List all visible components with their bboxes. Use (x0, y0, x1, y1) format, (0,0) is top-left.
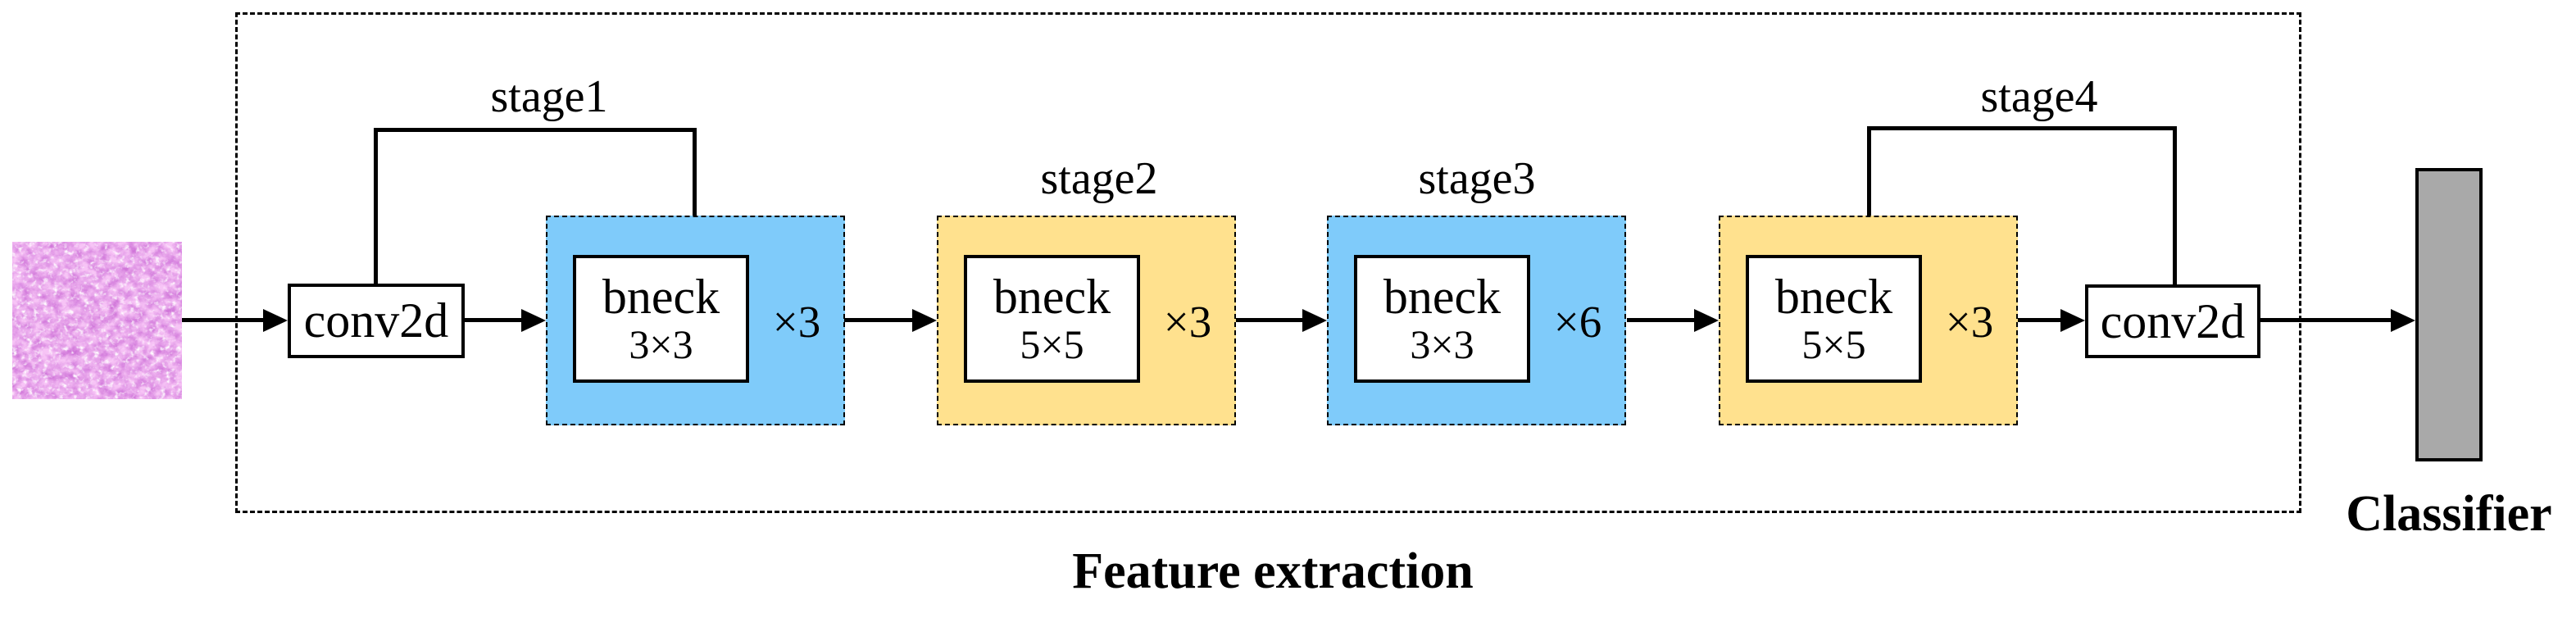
stage4-bracket-horizontal (1867, 126, 2177, 130)
stage2-box: bneck 5×5 ×3 (937, 216, 1236, 425)
stage3-box: bneck 3×3 ×6 (1327, 216, 1626, 425)
arrow-stage2-to-stage3 (1236, 318, 1304, 322)
histopathology-texture (12, 242, 182, 399)
stage2-bneck-box: bneck 5×5 (964, 255, 1140, 383)
arrow-input-to-conv (182, 318, 265, 322)
arrowhead-stage4-to-conv (2060, 309, 2085, 332)
stage4-bneck-label: bneck (1774, 270, 1893, 325)
arrow-conv-to-stage1 (465, 318, 523, 322)
arrowhead-conv-to-stage1 (521, 309, 546, 332)
arrowhead-stage2-to-stage3 (1302, 309, 1327, 332)
stage1-bracket-left (374, 128, 378, 285)
stage1-label: stage1 (490, 71, 608, 122)
arrowhead-stage3-to-stage4 (1694, 309, 1719, 332)
stage2-repeat-label: ×3 (1163, 297, 1212, 347)
stage3-kernel-label: 3×3 (1410, 321, 1474, 368)
arrowhead-stage1-to-stage2 (912, 309, 937, 332)
stage3-bneck-label: bneck (1383, 270, 1502, 325)
stage4-bracket-right (2173, 126, 2177, 286)
conv2d-output-box: conv2d (2085, 284, 2260, 358)
stage4-kernel-label: 5×5 (1801, 321, 1866, 368)
stage3-bneck-box: bneck 3×3 (1354, 255, 1530, 383)
arrow-stage3-to-stage4 (1627, 318, 1696, 322)
input-histopathology-image (12, 242, 182, 399)
stage4-bneck-box: bneck 5×5 (1746, 255, 1922, 383)
classifier-bar (2415, 168, 2483, 461)
conv2d-input-box: conv2d (288, 284, 465, 358)
stage1-box: bneck 3×3 ×3 (546, 216, 845, 425)
feature-extraction-container (235, 12, 2301, 513)
feature-extraction-label: Feature extraction (1072, 543, 1474, 599)
stage2-kernel-label: 5×5 (1020, 321, 1084, 368)
stage1-bneck-box: bneck 3×3 (573, 255, 749, 383)
stage4-label: stage4 (1980, 71, 2098, 122)
stage2-bneck-label: bneck (993, 270, 1111, 325)
stage1-bracket-right (693, 128, 697, 217)
stage1-kernel-label: 3×3 (629, 321, 693, 368)
arrowhead-input-to-conv (263, 309, 288, 332)
stage3-repeat-label: ×6 (1553, 297, 1602, 347)
stage1-repeat-label: ×3 (772, 297, 821, 347)
stage4-box: bneck 5×5 ×3 (1719, 216, 2018, 425)
stage4-repeat-label: ×3 (1945, 297, 1994, 347)
stage2-label: stage2 (1040, 153, 1158, 204)
stage1-bracket-horizontal (374, 128, 697, 132)
arrowhead-conv-to-classifier (2391, 309, 2415, 332)
conv2d-input-label: conv2d (303, 293, 449, 348)
arrow-stage1-to-stage2 (844, 318, 914, 322)
classifier-label: Classifier (2346, 486, 2552, 542)
stage4-bracket-left (1867, 126, 1871, 217)
stage1-bneck-label: bneck (602, 270, 720, 325)
arrow-stage4-to-conv (2018, 318, 2062, 322)
conv2d-output-label: conv2d (2100, 293, 2246, 348)
arrow-conv-to-classifier (2260, 318, 2392, 322)
stage3-label: stage3 (1418, 153, 1536, 204)
